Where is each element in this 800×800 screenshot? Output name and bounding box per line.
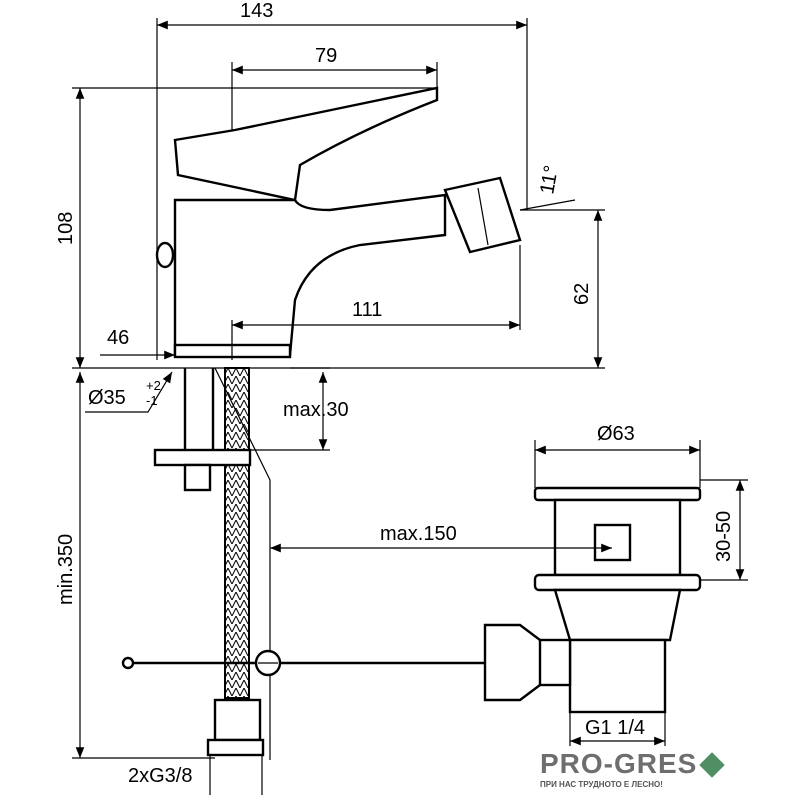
dim-base-offset: 46 — [107, 327, 129, 349]
watermark: PRO-GRES ПРИ НАС ТРУДНОТО Е ЛЕСНО! — [540, 748, 725, 789]
dim-hose-connection: 2xG3/8 — [128, 765, 192, 787]
dim-hole-tol-plus: +2 — [146, 378, 161, 393]
popup-rod — [121, 649, 490, 677]
dimension-lines — [72, 18, 748, 795]
dim-waste-stroke: 30-50 — [713, 511, 735, 562]
waste-fitting — [483, 486, 702, 714]
dim-spout-angle: 11° — [536, 164, 563, 196]
dim-hole-diameter: Ø35 — [88, 387, 126, 409]
dim-max-deck: max.30 — [283, 399, 349, 421]
dim-spout-height: 62 — [571, 283, 593, 305]
faucet-body — [155, 86, 522, 359]
hoses — [153, 367, 271, 760]
dim-waste-diameter: Ø63 — [597, 423, 635, 445]
dim-hole-tol-minus: -1 — [146, 393, 158, 408]
watermark-brand: PRO-GRES — [540, 748, 698, 779]
dim-hose-min: min.350 — [55, 534, 77, 605]
dim-overall-width: 143 — [240, 0, 273, 22]
watermark-slogan: ПРИ НАС ТРУДНОТО Е ЛЕСНО! — [540, 780, 663, 789]
dim-height: 108 — [55, 212, 77, 245]
dim-rod-max: max.150 — [380, 523, 457, 545]
dim-waste-thread: G1 1/4 — [585, 717, 645, 739]
dim-lever-length: 79 — [315, 45, 337, 67]
dim-spout-reach: 111 — [352, 299, 382, 321]
